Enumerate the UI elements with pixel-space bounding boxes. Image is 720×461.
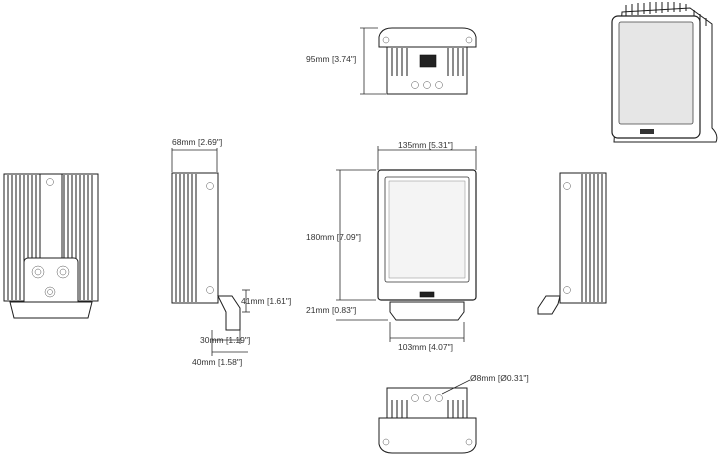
dim-depth-top: 95mm [3.74"] xyxy=(306,54,356,64)
side-view-right xyxy=(537,172,607,315)
dim-bracket-width: 103mm [4.07"] xyxy=(398,342,453,352)
top-view xyxy=(360,27,477,95)
side-view-left xyxy=(171,148,250,356)
front-view xyxy=(336,146,477,342)
dim-bracket-front: 21mm [0.83"] xyxy=(306,305,356,315)
dim-bracket-depth1: 30mm [1.19"] xyxy=(200,335,250,345)
dim-bracket-depth2: 40mm [1.58"] xyxy=(192,357,242,367)
rear-view xyxy=(3,173,99,319)
dim-width-front: 135mm [5.31"] xyxy=(398,140,453,150)
bottom-view xyxy=(378,379,477,454)
perspective-view xyxy=(611,2,718,143)
dim-height-front: 180mm [7.09"] xyxy=(306,232,361,242)
dim-hole-diameter: Ø8mm [Ø0.31"] xyxy=(470,373,529,383)
dim-bracket-side: 41mm [1.61"] xyxy=(241,296,291,306)
dim-width-side: 68mm [2.69"] xyxy=(172,137,222,147)
